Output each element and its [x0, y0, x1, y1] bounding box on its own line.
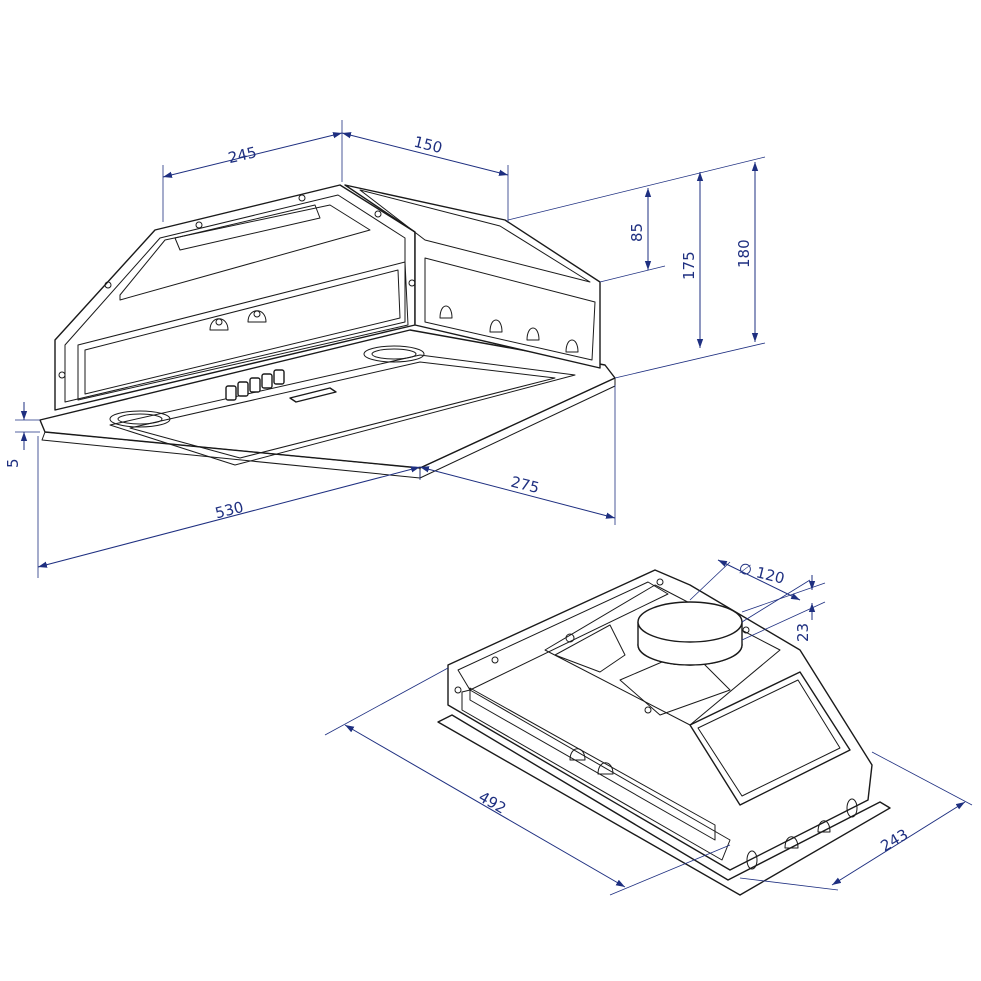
lamp-right: [363, 345, 425, 363]
exhaust-collar-top: [637, 601, 743, 643]
dim-line-245: [162, 132, 343, 178]
filter-panel: [109, 354, 576, 466]
dim-label-180: 180: [735, 239, 753, 268]
dim-label-243: 243: [878, 825, 912, 855]
dim-line-492: [344, 724, 626, 888]
dim-label-120: ∅ 120: [737, 559, 786, 588]
lamp-left: [109, 410, 171, 428]
dim-label-23: 23: [794, 623, 812, 642]
dim-label-275: 275: [509, 473, 541, 497]
top-plate: [544, 584, 781, 726]
dim-label-492: 492: [476, 788, 510, 818]
dim-line-243: [831, 801, 966, 886]
handle-slot: [289, 387, 337, 403]
dim-label-5: 5: [4, 458, 22, 468]
dim-line-275: [419, 466, 616, 519]
dim-label-530: 530: [213, 498, 245, 522]
dim-label-85: 85: [628, 223, 646, 242]
hood-front-view: [39, 184, 616, 479]
dim-line-150: [341, 132, 509, 176]
dim-line-120: [717, 559, 801, 601]
dim-line-530: [37, 466, 421, 568]
side-window: [689, 671, 851, 806]
dim-label-150: 150: [412, 133, 444, 157]
front-view-dimensions: 245 150 85 175 180 5 530 275: [4, 120, 766, 578]
dim-label-175: 175: [680, 251, 698, 280]
hood-top-view: [437, 569, 891, 896]
dim-label-245: 245: [226, 143, 258, 167]
control-buttons: [225, 369, 285, 401]
